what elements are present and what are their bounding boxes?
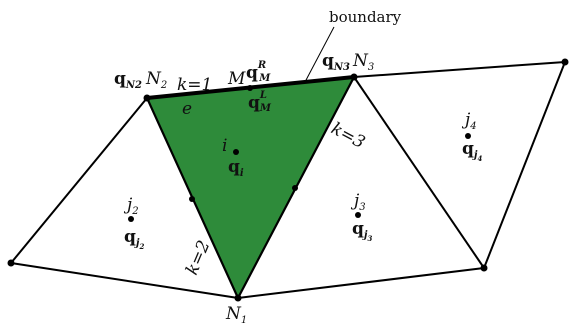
edge-far-right: [483, 61, 566, 269]
edge-left-lower: [10, 262, 239, 299]
node-n1-label: N1: [225, 304, 247, 323]
cell-i-label: i: [222, 136, 227, 156]
cell-j2-label: j2: [123, 195, 139, 217]
node-n3-state: qN3: [322, 51, 350, 73]
edge-right-lower: [237, 267, 485, 299]
cell-j2-state: qj2: [124, 227, 145, 251]
mesh-points: [7, 58, 569, 302]
cell-j3-label: j3: [350, 191, 366, 213]
centroid-j2: [128, 216, 134, 222]
midpoint-k3: [292, 185, 298, 191]
cell-j4-label: j4: [461, 110, 477, 132]
centroid-j4: [465, 133, 471, 139]
node-n2-label: N2: [145, 69, 167, 91]
edge-label-k2: k=2: [182, 238, 214, 278]
cell-j4-state: qj4: [462, 139, 483, 163]
edge-right-diag: [353, 76, 485, 269]
edge-left-upper: [10, 97, 148, 264]
node-n3: [350, 73, 358, 81]
node-n3-label: N3: [352, 51, 374, 73]
node-far-right: [561, 58, 569, 66]
mesh-edges: [10, 61, 566, 299]
centroid-j3: [355, 212, 361, 218]
cell-i-state: qi: [228, 157, 244, 179]
node-n1: [234, 294, 242, 302]
cell-j3-state: qj3: [352, 219, 373, 243]
element-label: e: [182, 99, 192, 119]
centroid-i: [233, 149, 239, 155]
boundary-label: boundary: [329, 8, 402, 26]
edge-top-right: [353, 61, 566, 78]
midpoint-k2: [189, 196, 195, 202]
midpoint-label: M: [227, 69, 246, 89]
edge-label-k1: k=1: [177, 75, 212, 95]
edge-label-k3: k=3: [328, 119, 369, 153]
node-left: [7, 259, 15, 267]
midpoint-m: [247, 85, 253, 91]
node-right: [480, 264, 488, 272]
node-n2-state: qN2: [114, 69, 142, 91]
node-n2: [143, 94, 151, 102]
boundary-leader: [304, 26, 335, 83]
